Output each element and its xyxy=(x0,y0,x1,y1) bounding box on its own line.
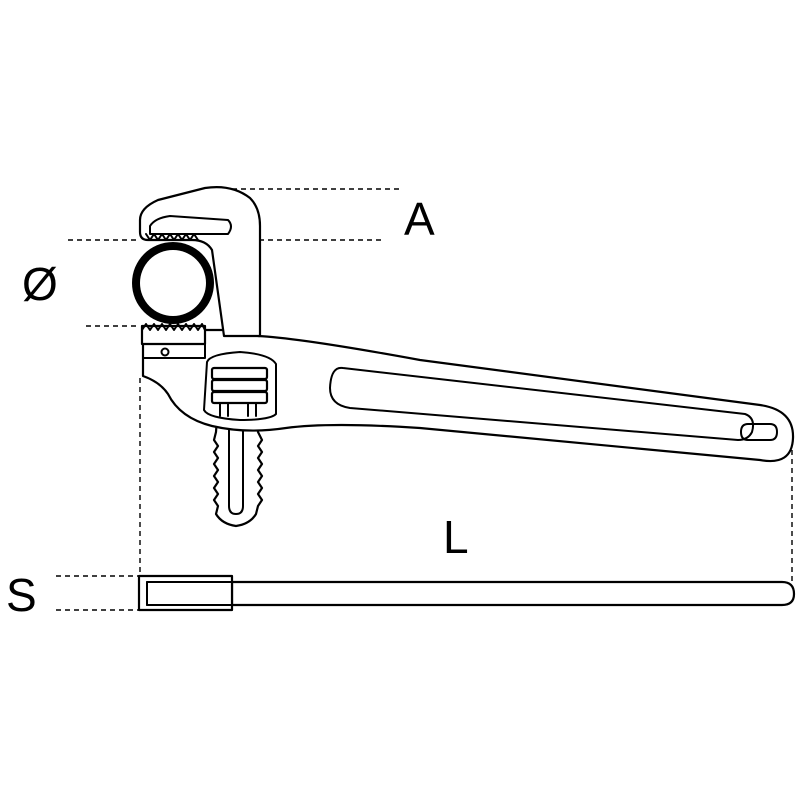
pipe-section xyxy=(132,242,214,324)
hang-hole xyxy=(740,423,778,441)
label-pipe-diameter: Ø xyxy=(22,258,58,310)
pipe-inner xyxy=(140,250,206,316)
label-thickness: S xyxy=(6,569,37,621)
handle-cutout xyxy=(329,366,755,441)
adjusting-nut xyxy=(203,351,277,421)
nut-ring-middle xyxy=(210,378,269,393)
upper-jaw-teeth xyxy=(145,233,199,241)
rivet xyxy=(160,347,170,357)
label-jaw-opening: A xyxy=(404,193,435,245)
lower-jaw xyxy=(140,323,207,346)
adjusting-shank xyxy=(212,416,264,528)
nut-shank-lines xyxy=(219,403,257,417)
nut-window xyxy=(203,351,277,421)
lower-jaw-teeth xyxy=(141,323,206,331)
nut-ring-top xyxy=(210,366,269,381)
threaded-shank xyxy=(212,416,264,528)
handle-body xyxy=(141,328,795,463)
side-view-handle xyxy=(230,580,796,607)
hook-jaw-slot xyxy=(149,215,232,235)
hook-jaw xyxy=(138,186,262,338)
nut-ring-bottom xyxy=(210,390,269,405)
side-view xyxy=(137,574,796,612)
shank-slot xyxy=(228,419,244,515)
label-length: L xyxy=(443,511,469,563)
